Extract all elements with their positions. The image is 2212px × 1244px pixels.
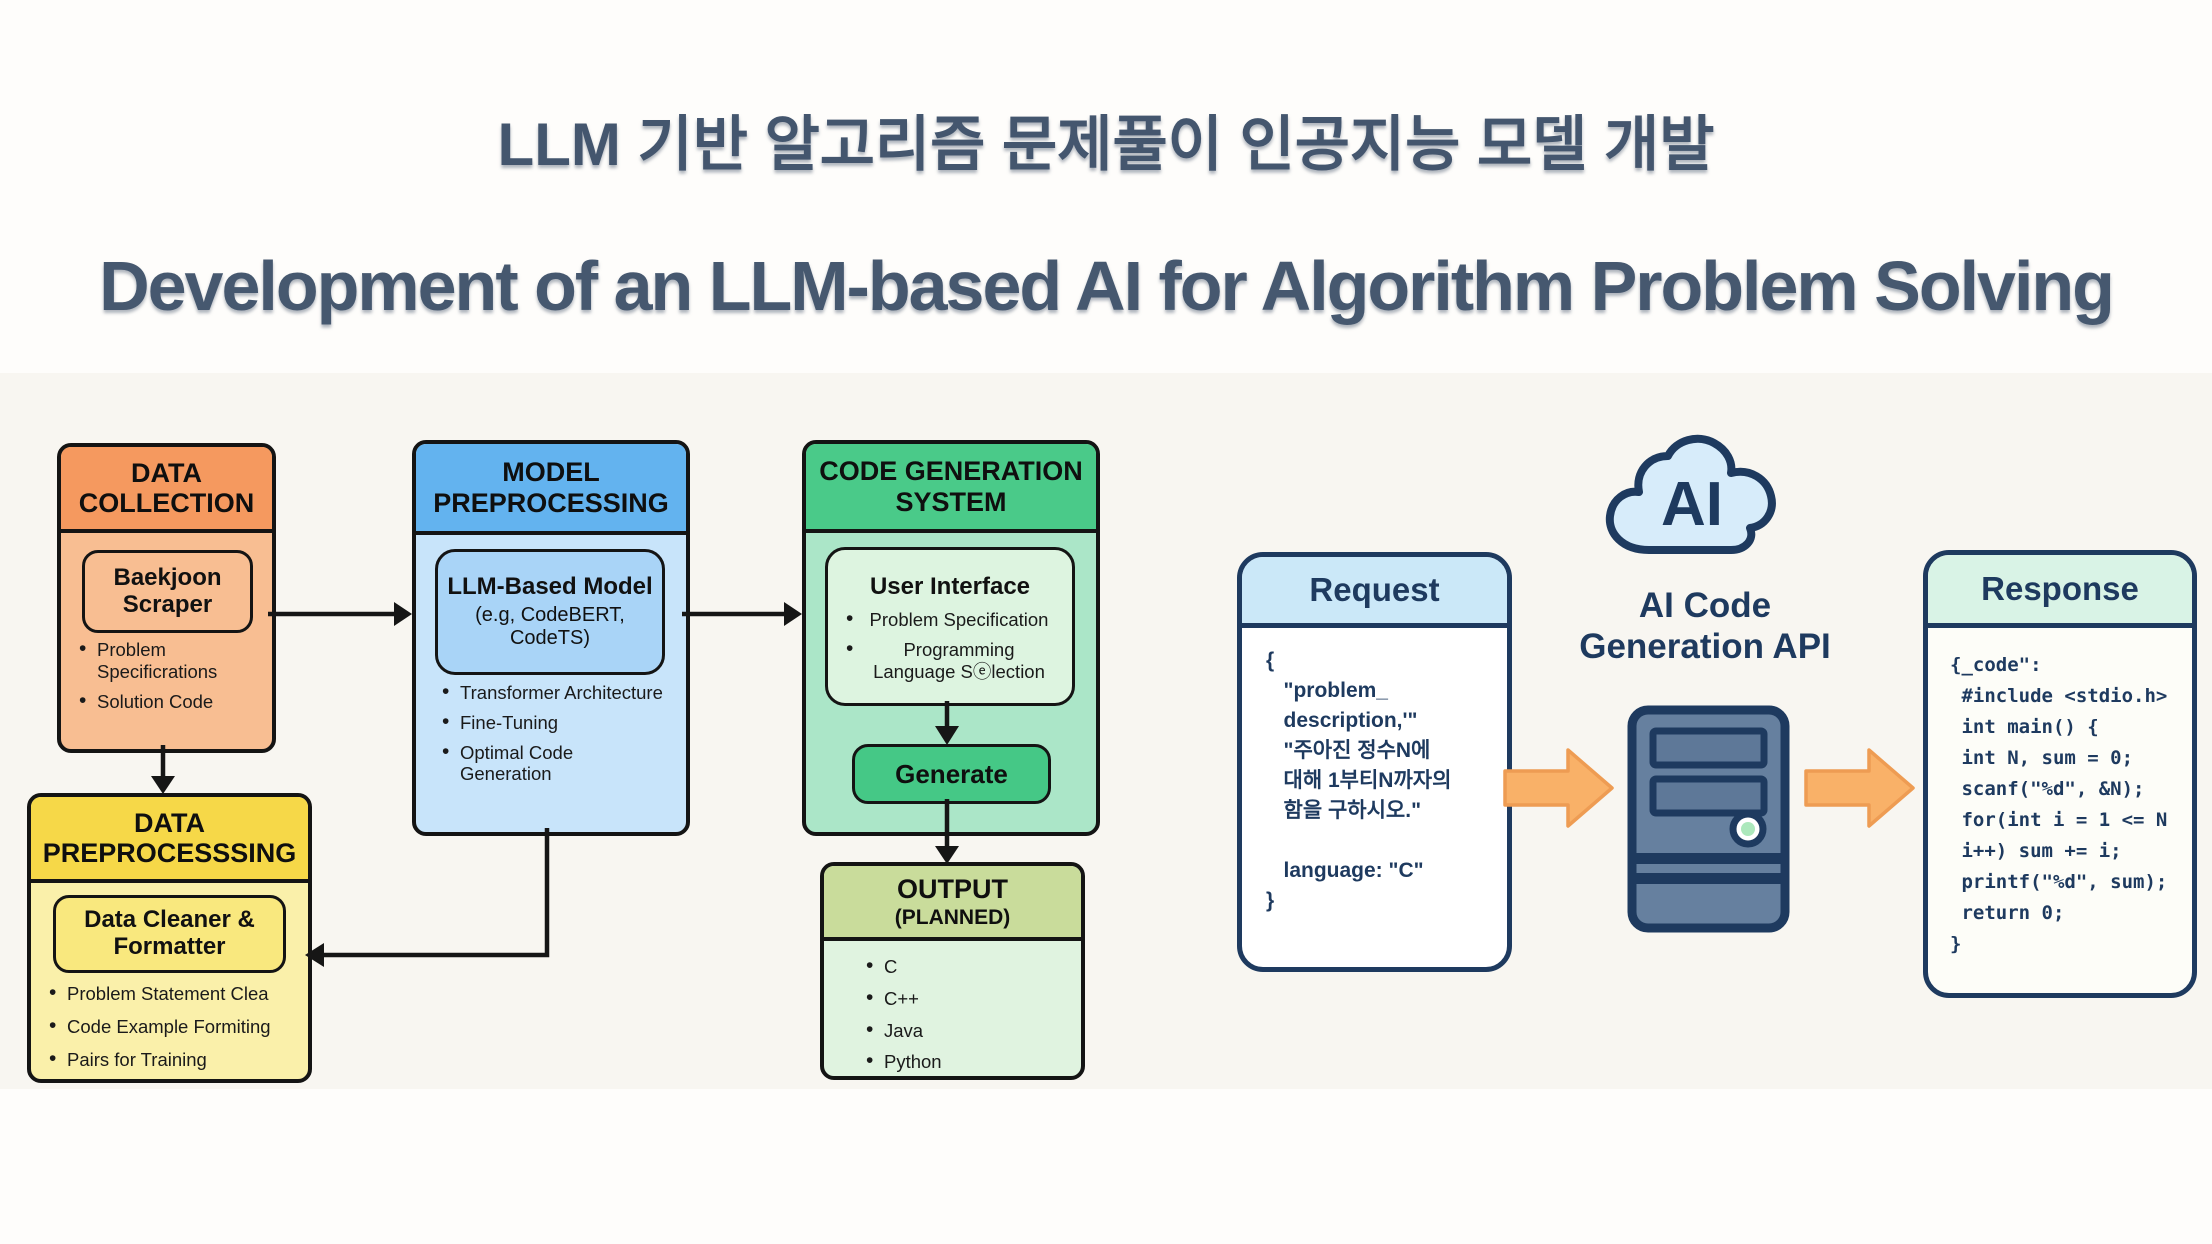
code-line: scanf("%d", &N); [1950,778,2145,800]
data-preprocessing-bullets: Problem Statement CleaCode Example Formi… [45,981,300,1079]
bullet-item: C [862,954,1052,979]
data-collection-title: DATA COLLECTION [61,447,272,533]
bullet-item: Optimal Code Generation [438,740,666,786]
code-line: int main() { [1950,716,2099,738]
code-line: { [1266,649,1275,672]
code-line: } [1950,933,1962,955]
server-band-2 [1634,873,1783,884]
ai-cloud-icon: AI [1592,430,1804,580]
server-slot-1 [1649,727,1768,769]
model-preprocessing-bullets: Transformer ArchitectureFine-TuningOptim… [438,680,666,793]
code-line: for(int i = 1 <= N [1950,809,2168,831]
output-subtitle: (PLANNED) [894,905,1011,929]
user-interface-title: User Interface [869,573,1031,601]
generate-button: Generate [852,744,1051,804]
bullet-item: Programming Language Sⓔlection [842,637,1054,683]
request-code: { "problem_ description,'" "주아진 정수N에 대해 … [1242,628,1507,916]
data-collection-bullets: Problem SpecificrationsSolution Code [75,637,260,720]
bullet-item: Fine-Tuning [438,710,666,735]
code-line: int N, sum = 0; [1950,747,2134,769]
bullet-item: Java [862,1018,1052,1043]
bullet-item: Code Example Formiting [45,1014,300,1039]
llm-based-model-subtitle: (e.g, CodeBERT, CodeTS) [475,603,625,649]
code-line: 함을 구하시오." [1266,799,1422,822]
code-line: #include <stdio.h> [1950,685,2168,707]
code-line: printf("%d", sum); [1950,871,2168,893]
code-line: } [1266,889,1275,912]
slide-title-korean: LLM 기반 알고리즘 문제풀이 인공지능 모델 개발 [497,111,1715,178]
model-preprocessing-box: MODEL PREPROCESSING LLM-Based Model (e.g… [412,440,690,836]
response-code: {_code": #include <stdio.h> int main() {… [1928,628,2192,960]
cloud-ai-label: AI [1661,470,1723,539]
code-line: 대해 1부티N까자의 [1266,769,1452,792]
cloud-shape [1605,434,1776,554]
output-bullets: C C++ JavaPython [862,954,1052,1076]
request-box: Request { "problem_ description,'" "주아진 … [1237,552,1512,972]
bullet-item: Python [862,1050,1052,1075]
data-preprocessing-box: DATA PREPROCESSSING Data Cleaner & Forma… [27,793,312,1083]
data-preprocessing-title: DATA PREPROCESSSING [31,797,308,883]
code-line: return 0; [1950,902,2065,924]
bullet-item: Problem Statement Clea [45,981,300,1006]
user-interface-bullets: Problem SpecificationProgramming Languag… [842,607,1054,690]
user-interface-box: User Interface Problem SpecificationProg… [825,547,1075,706]
api-caption: AI Code Generation API [1579,586,1831,667]
data-collection-box: DATA COLLECTION Baekjoon Scraper Problem… [57,443,276,753]
request-title: Request [1242,557,1507,628]
output-box: OUTPUT (PLANNED) C C++ JavaPython [820,862,1085,1080]
api-server-icon [1627,705,1790,933]
code-line: "주아진 정수N에 [1266,739,1431,762]
code-generation-system-box: CODE GENERATION SYSTEM User Interface Pr… [802,440,1100,836]
baekjoon-scraper-box: Baekjoon Scraper [82,550,253,633]
code-line: description,'" [1266,709,1418,732]
bullet-item: Solution Code [75,689,260,714]
bullet-item: Transformer Architecture [438,680,666,705]
bullet-item: C++ [862,986,1052,1011]
diagram-background-band [0,373,2212,1089]
bullet-item: Problem Specificrations [75,637,260,683]
code-generation-system-title: CODE GENERATION SYSTEM [806,444,1096,533]
output-header: OUTPUT (PLANNED) [824,866,1081,941]
code-line: i++) sum += i; [1950,840,2122,862]
bullet-item: Problem Specification [842,607,1054,632]
code-line: language: "C" [1266,859,1424,882]
slide-title-english: Development of an LLM-based AI for Algor… [99,247,2115,325]
data-cleaner-formatter-box: Data Cleaner & Formatter [53,895,286,973]
server-slot-2 [1649,775,1768,817]
llm-based-model-title: LLM-Based Model [447,573,653,601]
code-line: "problem_ [1266,679,1388,702]
code-line: {_code": [1950,654,2042,676]
code-line [1266,826,1501,856]
server-band-1 [1634,853,1783,864]
response-box: Response {_code": #include <stdio.h> int… [1923,550,2197,998]
output-title: OUTPUT [897,873,1008,904]
server-led [1741,822,1755,836]
model-preprocessing-title: MODEL PREPROCESSING [416,444,686,535]
response-title: Response [1928,555,2192,628]
llm-based-model-box: LLM-Based Model (e.g, CodeBERT, CodeTS) [435,549,665,675]
bullet-item: Pairs for Training [45,1047,300,1072]
